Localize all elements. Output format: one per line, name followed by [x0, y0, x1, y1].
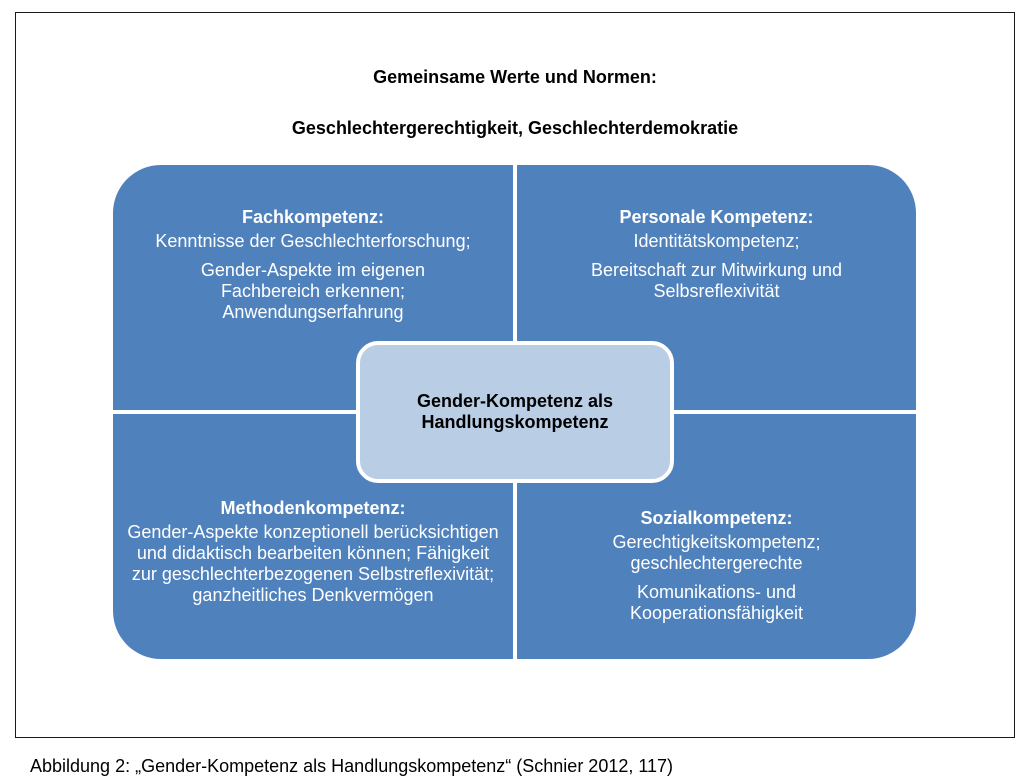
quadrant-title: Personale Kompetenz:	[619, 207, 814, 227]
quadrant-title: Sozialkompetenz:	[640, 508, 793, 528]
quadrant-text: Komunikations- und Kooperationsfähigkeit	[629, 582, 804, 623]
quadrant-title: Fachkompetenz:	[241, 207, 385, 227]
center-gender-kompetenz: Gender-Kompetenz als Handlungskompetenz	[356, 341, 674, 483]
quadrant-text: Gender-Aspekte im eigenen Fachbereich er…	[200, 260, 426, 322]
figure-frame: Gemeinsame Werte und Normen: Geschlechte…	[15, 12, 1015, 738]
quadrant-fachkompetenz: Fachkompetenz: Kenntnisse der Geschlecht…	[113, 165, 513, 410]
header-values-norms: Gemeinsame Werte und Normen:	[373, 67, 657, 87]
quadrant-text: Kenntnisse der Geschlechterforschung;	[155, 231, 471, 251]
quadrant-text: Gerechtigkeitskompetenz; geschlechterger…	[612, 532, 821, 573]
quadrant-text: Identitätskompetenz;	[633, 231, 800, 251]
figure-caption: Abbildung 2: „Gender-Kompetenz als Handl…	[30, 756, 674, 776]
header-gender-justice: Geschlechtergerechtigkeit, Geschlechterd…	[291, 118, 739, 138]
quadrant-text: Bereitschaft zur Mitwirkung und Selbsref…	[590, 260, 843, 301]
center-label: Gender-Kompetenz als Handlungskompetenz	[416, 391, 614, 432]
quadrant-title: Methodenkompetenz:	[220, 498, 406, 518]
quadrant-text: Gender-Aspekte konzeptionell berücksicht…	[127, 522, 499, 605]
